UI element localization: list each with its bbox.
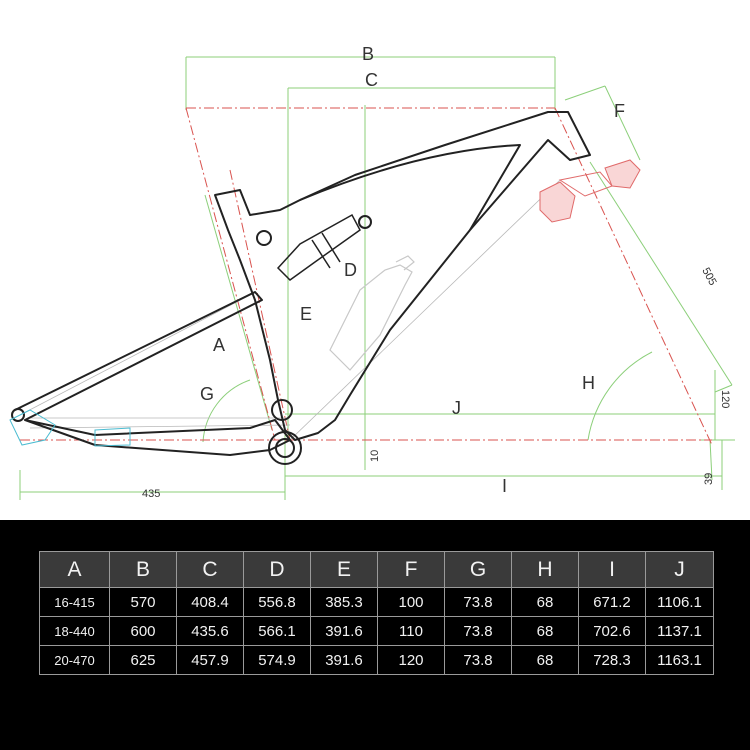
table-cell: 574.9 bbox=[243, 645, 311, 675]
rear-shock bbox=[276, 213, 361, 281]
geometry-table-panel: A B C D E F G H I J 16-415 570 408.4 556… bbox=[0, 520, 750, 750]
dropout-detail bbox=[9, 409, 131, 447]
table-cell: 600 bbox=[109, 616, 177, 646]
table-cell: 457.9 bbox=[176, 645, 244, 675]
column-header: J bbox=[645, 551, 714, 588]
table-cell-size: 20-470 bbox=[39, 645, 110, 675]
table-cell: 1163.1 bbox=[645, 645, 714, 675]
column-header: F bbox=[377, 551, 445, 588]
label-f: F bbox=[614, 101, 625, 121]
label-a: A bbox=[213, 335, 225, 355]
table-cell: 391.6 bbox=[310, 616, 378, 646]
dim-bb-drop: 10 bbox=[369, 450, 381, 462]
table-cell: 73.8 bbox=[444, 616, 512, 646]
table-cell: 68 bbox=[511, 616, 579, 646]
table-cell: 100 bbox=[377, 587, 445, 617]
label-e: E bbox=[300, 304, 312, 324]
table-cell: 435.6 bbox=[176, 616, 244, 646]
frame-geometry-drawing: B C F D E A G H J I 435 505 120 10 39 bbox=[9, 44, 735, 500]
table-cell: 625 bbox=[109, 645, 177, 675]
column-header: E bbox=[310, 551, 378, 588]
column-header: C bbox=[176, 551, 244, 588]
table-cell: 566.1 bbox=[243, 616, 311, 646]
table-cell: 702.6 bbox=[578, 616, 646, 646]
headset-detail bbox=[539, 159, 641, 223]
table-cell: 68 bbox=[511, 645, 579, 675]
label-i: I bbox=[502, 476, 507, 496]
table-cell-size: 16-415 bbox=[39, 587, 110, 617]
dim-fork-offset: 39 bbox=[703, 473, 715, 485]
table-row: 20-470 625 457.9 574.9 391.6 120 73.8 68… bbox=[39, 645, 714, 675]
label-g: G bbox=[200, 384, 214, 404]
table-cell: 671.2 bbox=[578, 587, 646, 617]
label-d: D bbox=[344, 260, 357, 280]
column-header: B bbox=[109, 551, 177, 588]
table-cell: 1106.1 bbox=[645, 587, 714, 617]
water-bottle bbox=[329, 255, 415, 371]
label-h: H bbox=[582, 373, 595, 393]
table-cell: 728.3 bbox=[578, 645, 646, 675]
centerlines bbox=[20, 107, 713, 446]
table-cell: 385.3 bbox=[310, 587, 378, 617]
table-row: 16-415 570 408.4 556.8 385.3 100 73.8 68… bbox=[39, 587, 714, 617]
table-cell: 120 bbox=[377, 645, 445, 675]
table-header-row: A B C D E F G H I J bbox=[39, 551, 714, 588]
table-cell-size: 18-440 bbox=[39, 616, 110, 646]
table-cell: 570 bbox=[109, 587, 177, 617]
column-header: H bbox=[511, 551, 579, 588]
table-cell: 73.8 bbox=[444, 645, 512, 675]
label-j: J bbox=[452, 398, 461, 418]
column-header: G bbox=[444, 551, 512, 588]
column-header: I bbox=[578, 551, 646, 588]
table-row: 18-440 600 435.6 566.1 391.6 110 73.8 68… bbox=[39, 616, 714, 646]
table-cell: 73.8 bbox=[444, 587, 512, 617]
label-c: C bbox=[365, 70, 378, 90]
table-cell: 1137.1 bbox=[645, 616, 714, 646]
table-cell: 110 bbox=[377, 616, 445, 646]
dim-shock-mount: 505 bbox=[699, 266, 718, 288]
dim-head-offset: 120 bbox=[719, 390, 731, 408]
table-cell: 68 bbox=[511, 587, 579, 617]
table-cell: 408.4 bbox=[176, 587, 244, 617]
construction-lines bbox=[19, 179, 561, 441]
dim-chainstay: 435 bbox=[142, 488, 160, 500]
label-b: B bbox=[362, 44, 374, 64]
table-cell: 556.8 bbox=[243, 587, 311, 617]
table-cell: 391.6 bbox=[310, 645, 378, 675]
geometry-table: A B C D E F G H I J 16-415 570 408.4 556… bbox=[39, 551, 714, 675]
column-header: D bbox=[243, 551, 311, 588]
column-header: A bbox=[39, 551, 110, 588]
bike-frame bbox=[11, 111, 591, 465]
